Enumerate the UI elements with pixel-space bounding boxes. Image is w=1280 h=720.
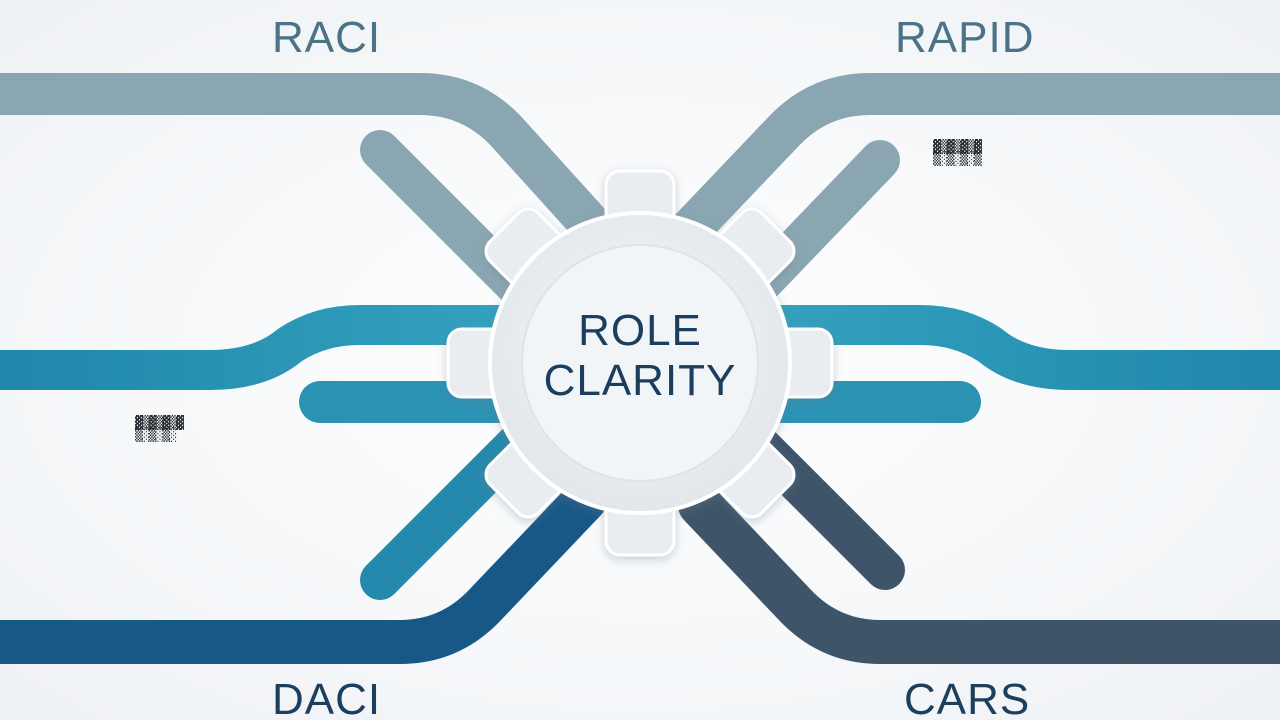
cars-outer-line <box>678 483 1280 664</box>
middle-left-outer-line <box>0 305 540 390</box>
daci-annotation-mark: ▓▒▓▒▓▒▓▒░▒░▒░ <box>135 416 184 443</box>
center-title: ROLE CLARITY <box>490 306 790 406</box>
raci-outer-line <box>0 73 621 256</box>
rapid-label: RAPID <box>895 13 1035 62</box>
middle-right-outer-line <box>740 305 1280 390</box>
cars-label: CARS <box>904 675 1031 720</box>
center-title-line-2: CLARITY <box>543 356 737 405</box>
daci-outer-line <box>0 478 607 664</box>
middle-track-left <box>0 305 541 423</box>
raci-label: RACI <box>272 13 382 62</box>
center-title-line-1: ROLE <box>578 306 702 355</box>
daci-label: DACI <box>272 675 382 720</box>
gear-icon <box>446 169 834 557</box>
rapid-annotation-mark: ▓▒▓▒▓▒▓▒░▒░▒░▒ <box>933 140 982 167</box>
middle-track-right <box>739 305 1280 423</box>
rapid-outer-line <box>664 73 1280 256</box>
